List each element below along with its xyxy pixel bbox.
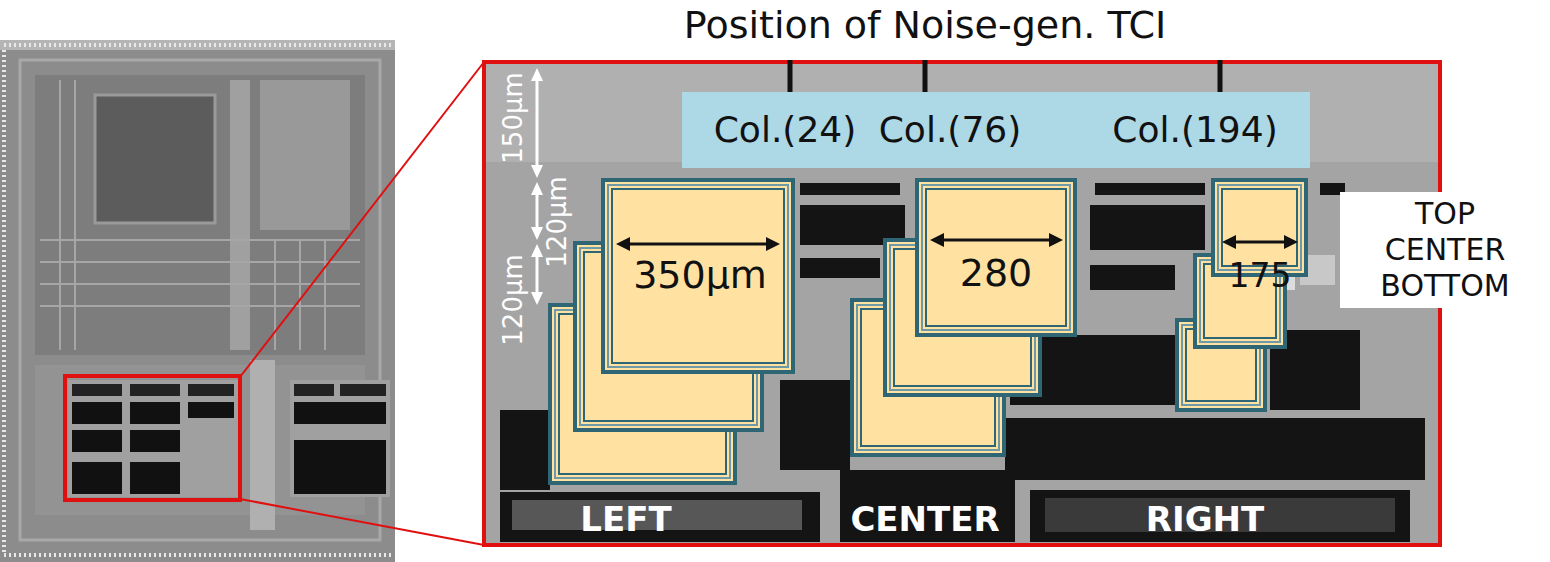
dimension-line — [626, 243, 770, 246]
dimension-label: 175 — [1229, 257, 1292, 295]
position-tick — [790, 60, 1220, 92]
group-label: RIGHT — [1146, 500, 1264, 539]
group-label: CENTER — [850, 500, 999, 539]
zoom-line — [240, 499, 484, 545]
position-band: Col.(24) Col.(76) Col.(194) — [682, 92, 1310, 168]
dimension-line — [536, 78, 539, 168]
zoom-line — [240, 62, 484, 377]
dimension-line — [536, 192, 539, 230]
arrowhead — [766, 237, 780, 251]
arrowhead — [531, 227, 543, 240]
arrowhead — [531, 292, 543, 305]
coil — [917, 180, 1075, 335]
legend-box: TOP CENTER BOTTOM — [1340, 192, 1550, 308]
coil-turn — [926, 189, 1066, 326]
arrowhead — [1284, 235, 1298, 249]
arrowhead — [531, 68, 543, 81]
dimension-line — [940, 239, 1053, 242]
coil-turn — [1222, 189, 1297, 266]
dimension-label: 150μm — [499, 72, 529, 164]
group-label: LEFT — [580, 500, 671, 539]
arrowhead — [531, 165, 543, 178]
dimension-label: 120μm — [499, 254, 529, 346]
zoom-photo — [484, 62, 1440, 545]
legend-text: TOP CENTER BOTTOM — [1380, 196, 1509, 304]
column-label: Col.(24) — [714, 109, 857, 150]
arrowhead — [1049, 233, 1063, 247]
arrowhead — [531, 244, 543, 257]
column-label: Col.(194) — [1112, 109, 1277, 150]
dimension-label: 280 — [960, 252, 1033, 296]
arrowhead — [531, 182, 543, 195]
coil — [603, 180, 793, 372]
coil-group — [550, 180, 1306, 483]
diagram-title: Position of Noise-gen. TCI — [684, 4, 1166, 48]
column-label: Col.(76) — [879, 109, 1022, 150]
coil-turn — [612, 189, 784, 363]
arrowhead — [616, 237, 630, 251]
dimension-label: 120μm — [543, 176, 573, 268]
dimension-line — [536, 254, 539, 295]
arrowhead — [1222, 235, 1236, 249]
dimension-label: 350μm — [633, 254, 767, 298]
arrowhead — [930, 233, 944, 247]
die-photo — [0, 40, 395, 562]
zoom-frame — [484, 62, 1440, 545]
coil-turn — [922, 185, 1070, 330]
coil-turn — [608, 185, 788, 367]
dimension-line — [1232, 241, 1288, 244]
